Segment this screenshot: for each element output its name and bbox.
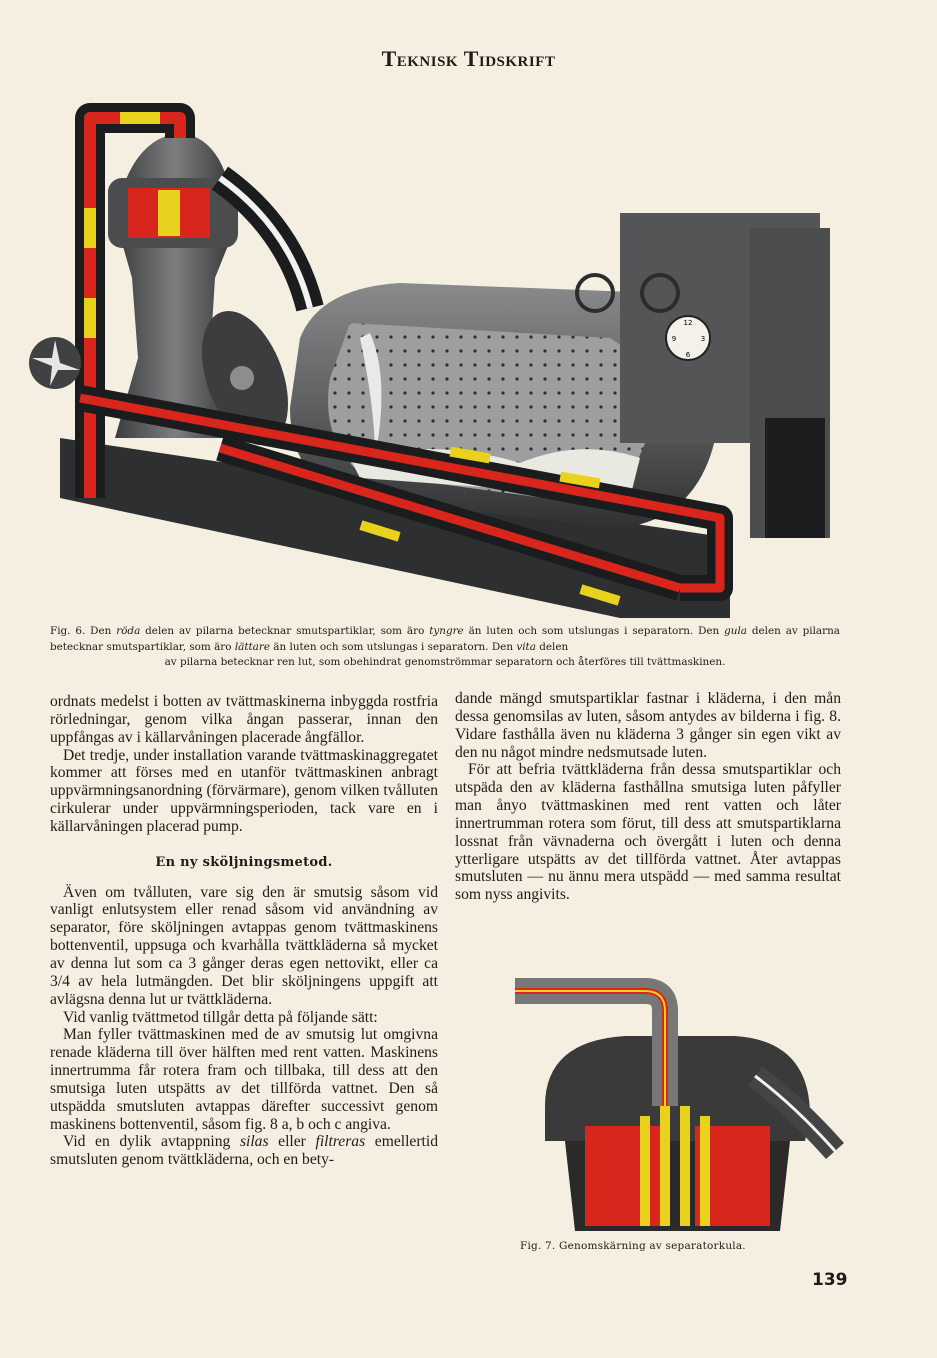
- caption-text: delen av pilarna betecknar smutspartikla…: [50, 625, 840, 653]
- paragraph: dande mängd smutspartiklar fastnar i klä…: [455, 690, 841, 761]
- journal-title: Teknisk Tidskrift: [381, 46, 556, 71]
- caption-text: än luten och som utslungas i separatorn.…: [463, 625, 725, 637]
- caption-text: delen: [535, 640, 569, 653]
- caption-text: delen av pilarna betecknar smutspartikla…: [140, 625, 430, 637]
- caption-emphasis: tyngre: [429, 625, 464, 637]
- caption-emphasis: röda: [116, 625, 141, 637]
- clock-dial: [665, 315, 711, 361]
- paragraph: Vid en dylik avtappning silas eller filt…: [50, 1133, 438, 1169]
- text-run: eller: [268, 1133, 316, 1151]
- paragraph: Man fyller tvättmaskinen med de av smuts…: [50, 1026, 438, 1133]
- clock-number: 6: [686, 351, 691, 359]
- figure-7-illustration: [515, 978, 844, 1231]
- left-column: ordnats medelst i botten av tvättmaskine…: [50, 693, 438, 1169]
- figure-7-caption: Fig. 7. Genomskärning av separatorkula.: [520, 1240, 746, 1252]
- paragraph: För att befria tvättkläderna från dessa …: [455, 761, 841, 904]
- paragraph: ordnats medelst i botten av tvättmaskine…: [50, 693, 438, 746]
- caption-line-3: av pilarna betecknar ren lut, som obehin…: [164, 656, 726, 668]
- clock-number: 3: [701, 335, 705, 343]
- text-run: Vid en dylik avtappning: [63, 1133, 240, 1151]
- paragraph: Även om tvålluten, vare sig den är smuts…: [50, 883, 438, 1008]
- caption-text: än luten och som utslungas i separatorn.…: [270, 640, 517, 653]
- emphasis: filtreras: [315, 1133, 366, 1151]
- right-column: dande mängd smutspartiklar fastnar i klä…: [455, 690, 841, 904]
- figure-6-caption: Fig. 6. Den röda delen av pilarna beteck…: [50, 624, 840, 671]
- paragraph: Vid vanlig tvättmetod tillgår detta på f…: [63, 1008, 378, 1026]
- caption-emphasis: lättare: [234, 640, 270, 653]
- caption-emphasis: gula: [724, 625, 747, 637]
- emphasis: silas: [239, 1133, 269, 1151]
- paragraph: Det tredje, under installation varande t…: [50, 746, 438, 835]
- page-number: 139: [812, 1270, 848, 1290]
- text-run: emellertid smutsluten genom tvättklädern…: [50, 1133, 438, 1169]
- clock-number: 12: [684, 319, 693, 327]
- figure-6-illustration: 12 3 6 9: [29, 103, 830, 618]
- clock-number: 9: [672, 335, 676, 343]
- caption-label: Fig. 6.: [50, 625, 86, 637]
- caption-text: Den: [90, 625, 117, 637]
- caption-emphasis: vita: [516, 640, 536, 653]
- section-heading: En ny sköljningsmetod.: [155, 854, 333, 870]
